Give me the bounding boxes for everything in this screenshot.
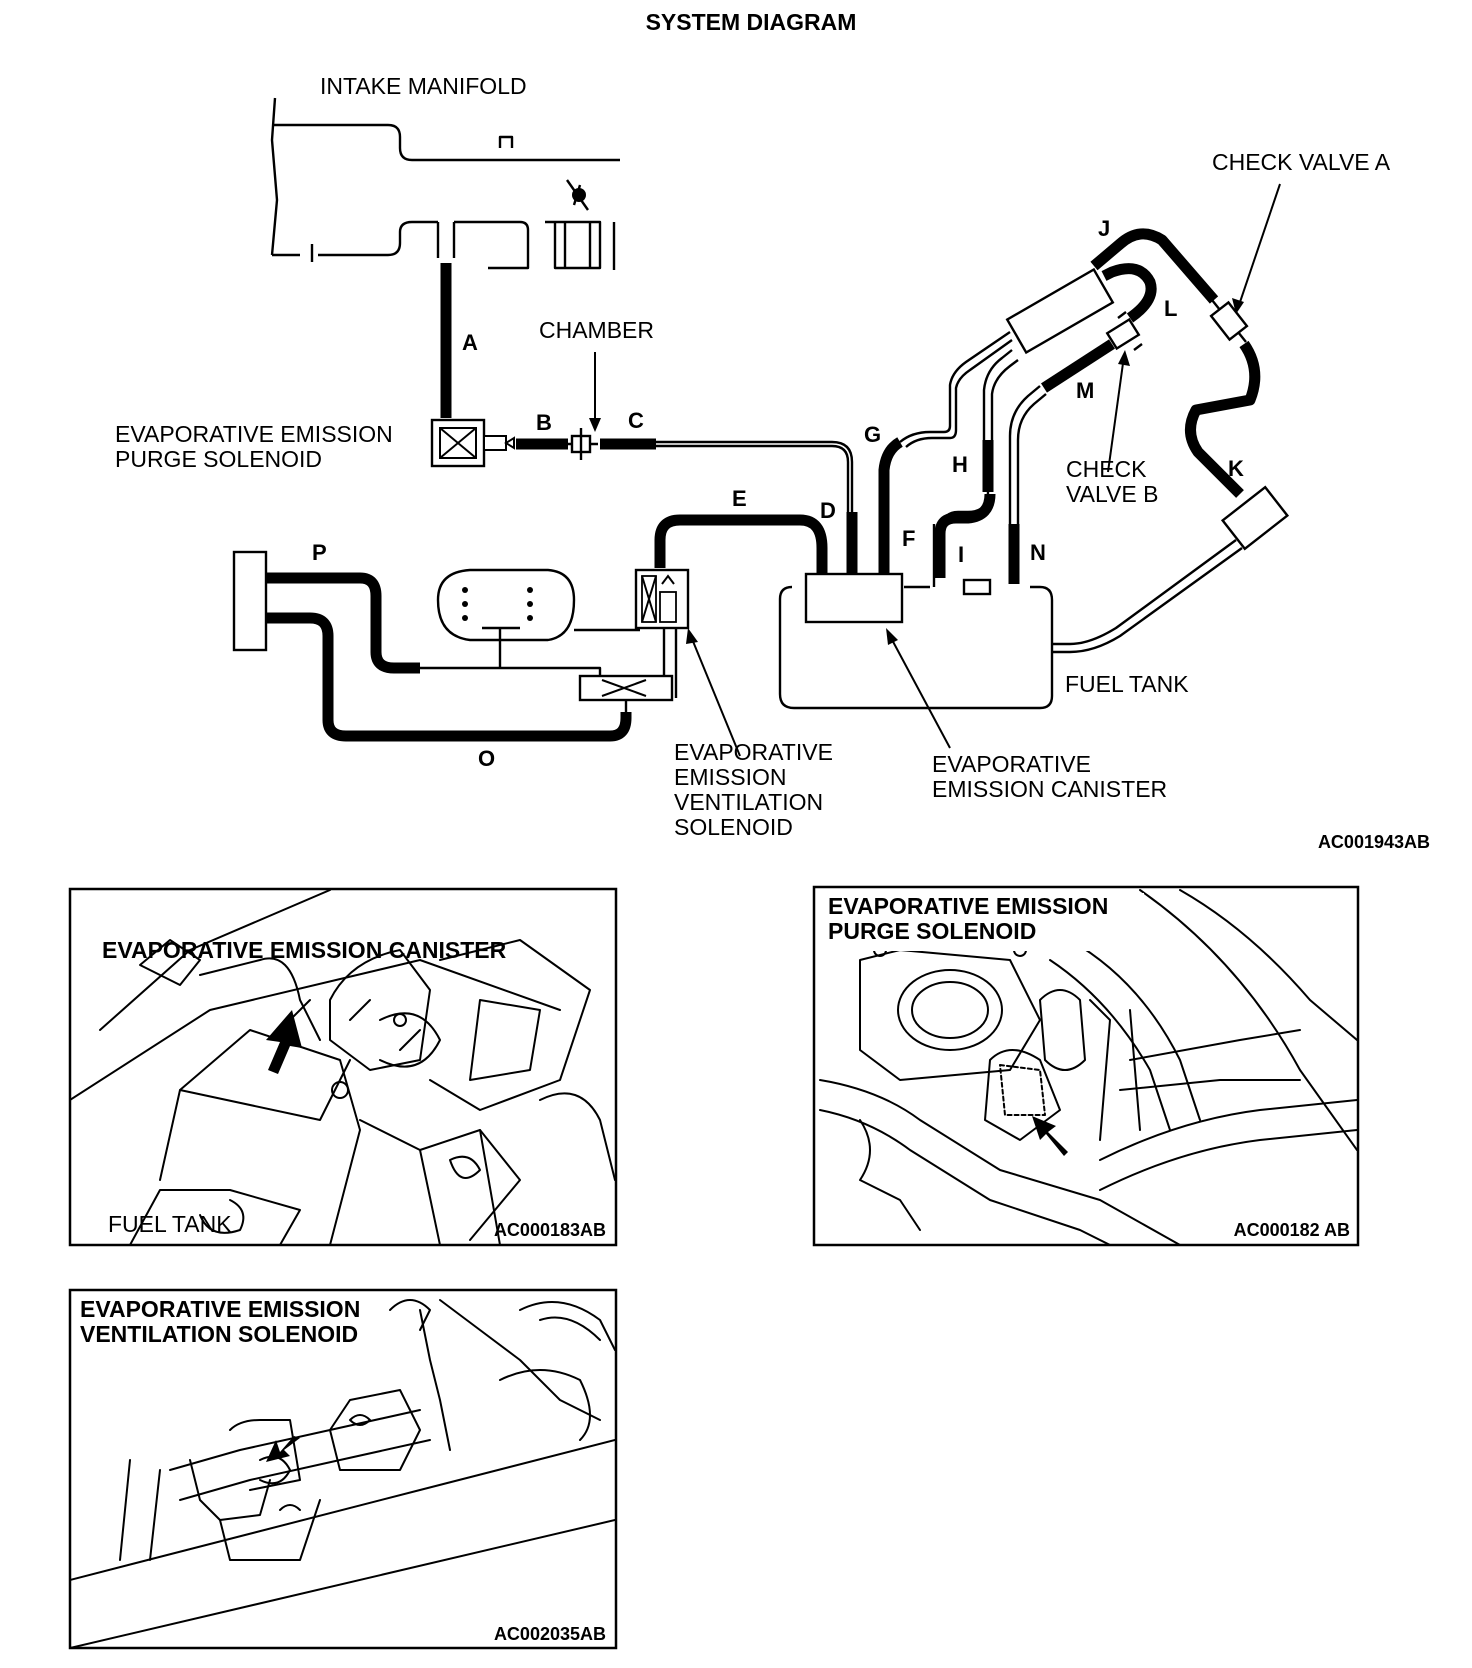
panel-1-title: EVAPORATIVE EMISSION CANISTER <box>102 937 507 963</box>
check-valve-a-label: CHECK VALVE A <box>1212 149 1391 175</box>
intake-manifold <box>270 97 620 270</box>
purge-solenoid-label-1: EVAPORATIVE EMISSION <box>115 421 393 447</box>
chamber-label: CHAMBER <box>539 317 654 343</box>
hose-label-l: L <box>1164 296 1177 321</box>
hose-k <box>1185 340 1261 498</box>
vent-solenoid-label-2: EMISSION <box>674 764 786 790</box>
check-valve-a-leader <box>1237 183 1281 309</box>
canister-label-1: EVAPORATIVE <box>932 751 1091 777</box>
panel-1-callout: FUEL TANK <box>108 1211 232 1237</box>
hose-label-f: F <box>902 526 915 551</box>
hose-label-b: B <box>536 410 552 435</box>
check-valve-b-label-2: VALVE B <box>1066 481 1158 507</box>
panel-purge-solenoid: EVAPORATIVE EMISSION PURGE SOLENOID AC00… <box>812 885 1360 1247</box>
vent-solenoid-photo-sketch <box>71 1299 615 1647</box>
panel-3-title-1: EVAPORATIVE EMISSION <box>80 1296 360 1322</box>
panel-canister: EVAPORATIVE EMISSION CANISTER FUEL TANK … <box>68 887 618 1247</box>
vent-solenoid-label-3: VENTILATION <box>674 789 823 815</box>
hose-label-g: G <box>864 422 881 447</box>
chamber <box>568 428 598 460</box>
panel-2-title-1: EVAPORATIVE EMISSION <box>828 893 1108 919</box>
vent-solenoid-label-1: EVAPORATIVE <box>674 739 833 765</box>
hose-p <box>266 572 420 674</box>
hose-label-c: C <box>628 408 644 433</box>
canister-arrow-icon <box>266 1010 302 1074</box>
hose-label-e: E <box>732 486 747 511</box>
check-valve-b <box>1105 311 1143 351</box>
canister <box>804 512 904 624</box>
panel-vent-solenoid: EVAPORATIVE EMISSION VENTILATION SOLENOI… <box>68 1288 618 1650</box>
diagram-figure-code: AC001943AB <box>1318 832 1430 852</box>
panel-3-code: AC002035AB <box>494 1624 606 1644</box>
hose-j <box>1090 228 1219 304</box>
vent-solenoid-label-4: SOLENOID <box>674 814 793 840</box>
check-valve-b-leader <box>1107 355 1125 473</box>
hose-label-m: M <box>1076 378 1094 403</box>
panel-2-title-2: PURGE SOLENOID <box>828 918 1036 944</box>
hose-l <box>1101 263 1157 323</box>
fuel-tank-label: FUEL TANK <box>1065 671 1189 697</box>
pipe-c-to-d <box>656 444 850 512</box>
vent-solenoid <box>634 568 690 630</box>
purge-solenoid <box>430 263 515 468</box>
hose-label-h: H <box>952 452 968 477</box>
hose-m <box>1041 339 1115 393</box>
inline-filter-i <box>962 578 992 596</box>
purge-solenoid-label-2: PURGE SOLENOID <box>115 446 322 472</box>
check-valve-a <box>1209 299 1249 343</box>
hose-label-d: D <box>820 498 836 523</box>
canister-label-2: EMISSION CANISTER <box>932 776 1167 802</box>
vent-solenoid-leader <box>689 633 741 757</box>
fuel-filler-vent <box>1052 485 1290 654</box>
hose-label-p: P <box>312 540 327 565</box>
hose-label-a: A <box>462 330 478 355</box>
hose-label-o: O <box>478 746 495 771</box>
panel-2-code: AC000182 AB <box>1234 1220 1350 1240</box>
panel-1-code: AC000183AB <box>494 1220 606 1240</box>
air-inlet <box>232 550 268 652</box>
panel-3-title-2: VENTILATION SOLENOID <box>80 1321 358 1347</box>
canister-leader <box>889 635 951 749</box>
purge-solenoid-arrow-icon <box>1032 1116 1068 1156</box>
hose-e <box>654 514 828 568</box>
hose-label-i: I <box>958 542 964 567</box>
hose-label-n: N <box>1030 540 1046 565</box>
vent-solenoid-arrow-icon <box>266 1436 300 1462</box>
intake-manifold-label: INTAKE MANIFOLD <box>320 73 527 99</box>
check-valve-b-label-1: CHECK <box>1066 456 1147 482</box>
diagram-title: SYSTEM DIAGRAM <box>646 9 857 35</box>
hose-label-k: K <box>1228 456 1244 481</box>
hose-o <box>266 612 632 742</box>
separator <box>1005 267 1115 355</box>
air-cleaner <box>420 568 674 712</box>
hose-g <box>878 437 904 512</box>
hose-label-j: J <box>1098 216 1110 241</box>
fuel-tank <box>778 585 1054 710</box>
